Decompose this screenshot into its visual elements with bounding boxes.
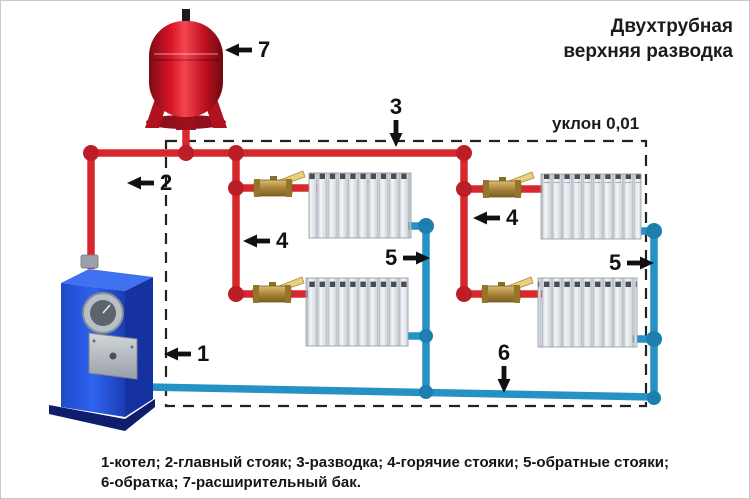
callout-number: 6: [497, 340, 511, 365]
radiator-top-left: [308, 172, 412, 239]
callout-number: 5: [609, 250, 622, 275]
system-boundary-dashed-rect: [164, 139, 648, 408]
return-main-pipe: [146, 383, 655, 401]
callout-main-riser: 2: [127, 172, 172, 194]
arrow-right-icon: [627, 256, 655, 270]
callout-number: 5: [385, 245, 398, 270]
legend-line1: 1-котел; 2-главный стояк; 3-разводка; 4-…: [101, 454, 669, 471]
callout-return-riser-right: 5: [609, 250, 655, 275]
valve-top-left: [253, 170, 306, 197]
boiler-flue-fitting: [80, 254, 99, 269]
callout-number: 2: [160, 170, 173, 195]
radiator-bottom-left: [305, 277, 409, 347]
page-title: Двухтрубная верхняя разводка: [563, 15, 733, 64]
boiler: [49, 254, 155, 431]
callout-hot-riser-left: 4: [243, 230, 288, 252]
legend-line2: 6-обратка; 7-расширительный бак.: [101, 474, 361, 492]
arrow-left-icon: [127, 176, 154, 190]
arrow-left-icon: [164, 347, 191, 361]
radiator-top-right: [540, 173, 642, 240]
callout-number: 1: [197, 341, 210, 366]
callout-number: 4: [506, 205, 519, 230]
callout-return-riser-left: 5: [385, 245, 431, 270]
valve-bottom-right: [481, 276, 534, 303]
return-pipe-joints: [418, 218, 662, 405]
arrow-left-icon: [225, 43, 252, 57]
callout-hot-riser-right: 4: [473, 207, 518, 229]
arrow-left-icon: [243, 234, 270, 248]
callout-number: 3: [389, 94, 403, 119]
page-title-line1: Двухтрубная: [610, 16, 733, 37]
expansion-tank: [145, 9, 227, 130]
callout-expansion-tank: 7: [225, 39, 270, 61]
callout-number: 7: [258, 37, 271, 62]
arrow-left-icon: [473, 211, 500, 225]
valve-top-right: [482, 171, 535, 198]
supply-pipe-joints: [83, 145, 472, 302]
slope-annotation: уклон 0,01: [552, 114, 640, 133]
callout-number: 4: [276, 228, 289, 253]
callout-distribution: 3: [389, 96, 403, 147]
callout-boiler: 1: [164, 343, 209, 365]
valve-bottom-left: [252, 276, 305, 303]
arrow-down-icon: [497, 366, 511, 393]
page-title-line2: верхняя разводка: [563, 40, 733, 62]
arrow-right-icon: [403, 251, 431, 265]
radiator-bottom-right: [537, 277, 638, 348]
callout-return-line: 6: [497, 342, 511, 393]
legend-caption: 1-котел; 2-главный стояк; 3-разводка; 4-…: [101, 453, 669, 494]
arrow-down-icon: [389, 120, 403, 147]
